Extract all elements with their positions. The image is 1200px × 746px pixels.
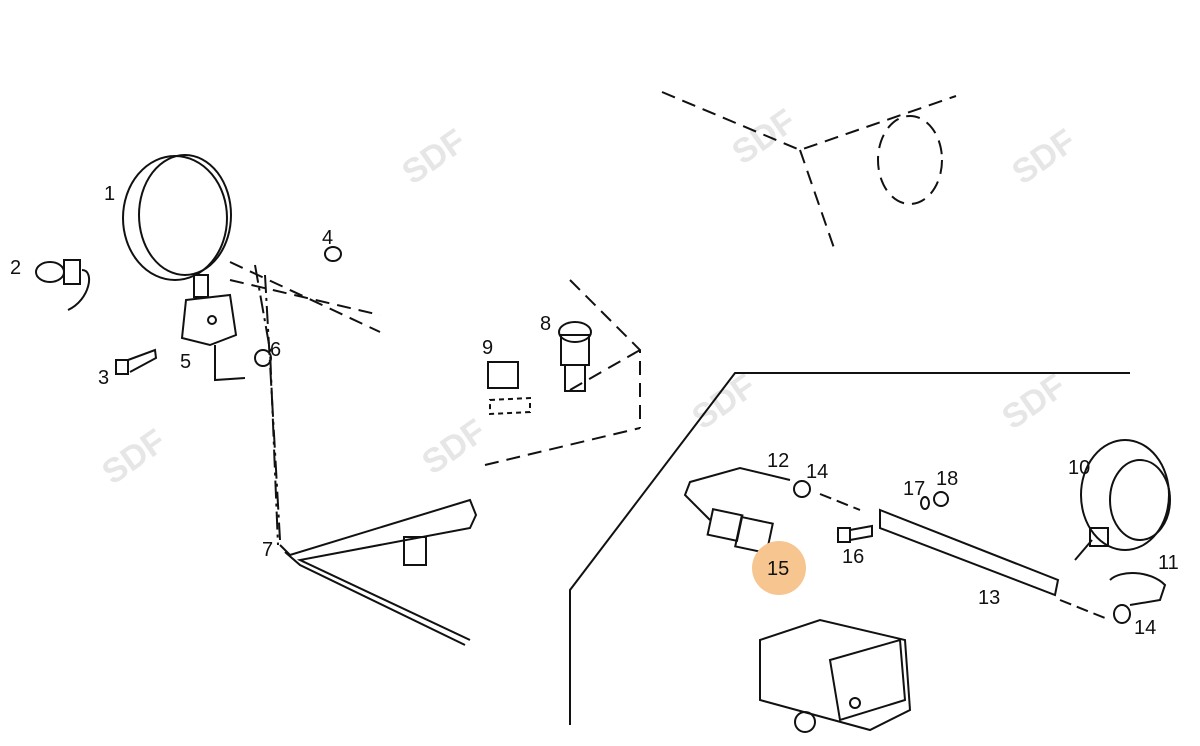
harness-7	[279, 498, 478, 646]
callout-4[interactable]: 4	[322, 227, 334, 249]
nut-4	[324, 246, 342, 262]
callout-6[interactable]: 6	[270, 339, 282, 361]
washer-17	[920, 496, 930, 510]
callout-5[interactable]: 5	[180, 351, 192, 373]
callout-2[interactable]: 2	[10, 257, 22, 279]
cab-outline	[661, 91, 957, 249]
harness-12	[683, 466, 861, 521]
nut-14	[793, 480, 811, 498]
bolt-3	[115, 348, 158, 375]
callout-16[interactable]: 16	[842, 546, 865, 568]
callout-7[interactable]: 7	[262, 539, 274, 561]
callout-10[interactable]: 10	[1068, 457, 1091, 479]
callout-11[interactable]: 11	[1158, 552, 1179, 574]
callout-17[interactable]: 17	[903, 478, 926, 500]
work-lamp-10	[1074, 439, 1171, 561]
bulb-2	[35, 259, 91, 311]
callout-8[interactable]: 8	[540, 313, 552, 335]
callout-15-highlight[interactable]	[752, 541, 806, 595]
callout-13[interactable]: 13	[978, 587, 1001, 609]
callout-18[interactable]: 18	[936, 468, 959, 490]
bolt-16	[837, 524, 873, 543]
bracket-13	[879, 508, 1111, 621]
callout-15[interactable]: 15	[767, 558, 790, 580]
cable-11	[1109, 572, 1167, 606]
callout-14b[interactable]: 14	[1134, 617, 1157, 639]
callout-3[interactable]: 3	[98, 367, 110, 389]
nut-18	[933, 491, 949, 507]
work-lamp-1	[122, 154, 246, 382]
callout-12[interactable]: 12	[767, 450, 790, 472]
callout-1[interactable]: 1	[104, 183, 116, 205]
sensor-8	[558, 321, 592, 392]
tractor-outline	[759, 618, 912, 733]
sensor-15	[706, 507, 774, 555]
inset-frame	[569, 372, 1130, 725]
nut-14b	[1113, 604, 1131, 624]
relay-9	[487, 361, 531, 416]
callout-14[interactable]: 14	[806, 461, 829, 483]
callout-9[interactable]: 9	[482, 337, 494, 359]
nut-6	[254, 349, 272, 367]
